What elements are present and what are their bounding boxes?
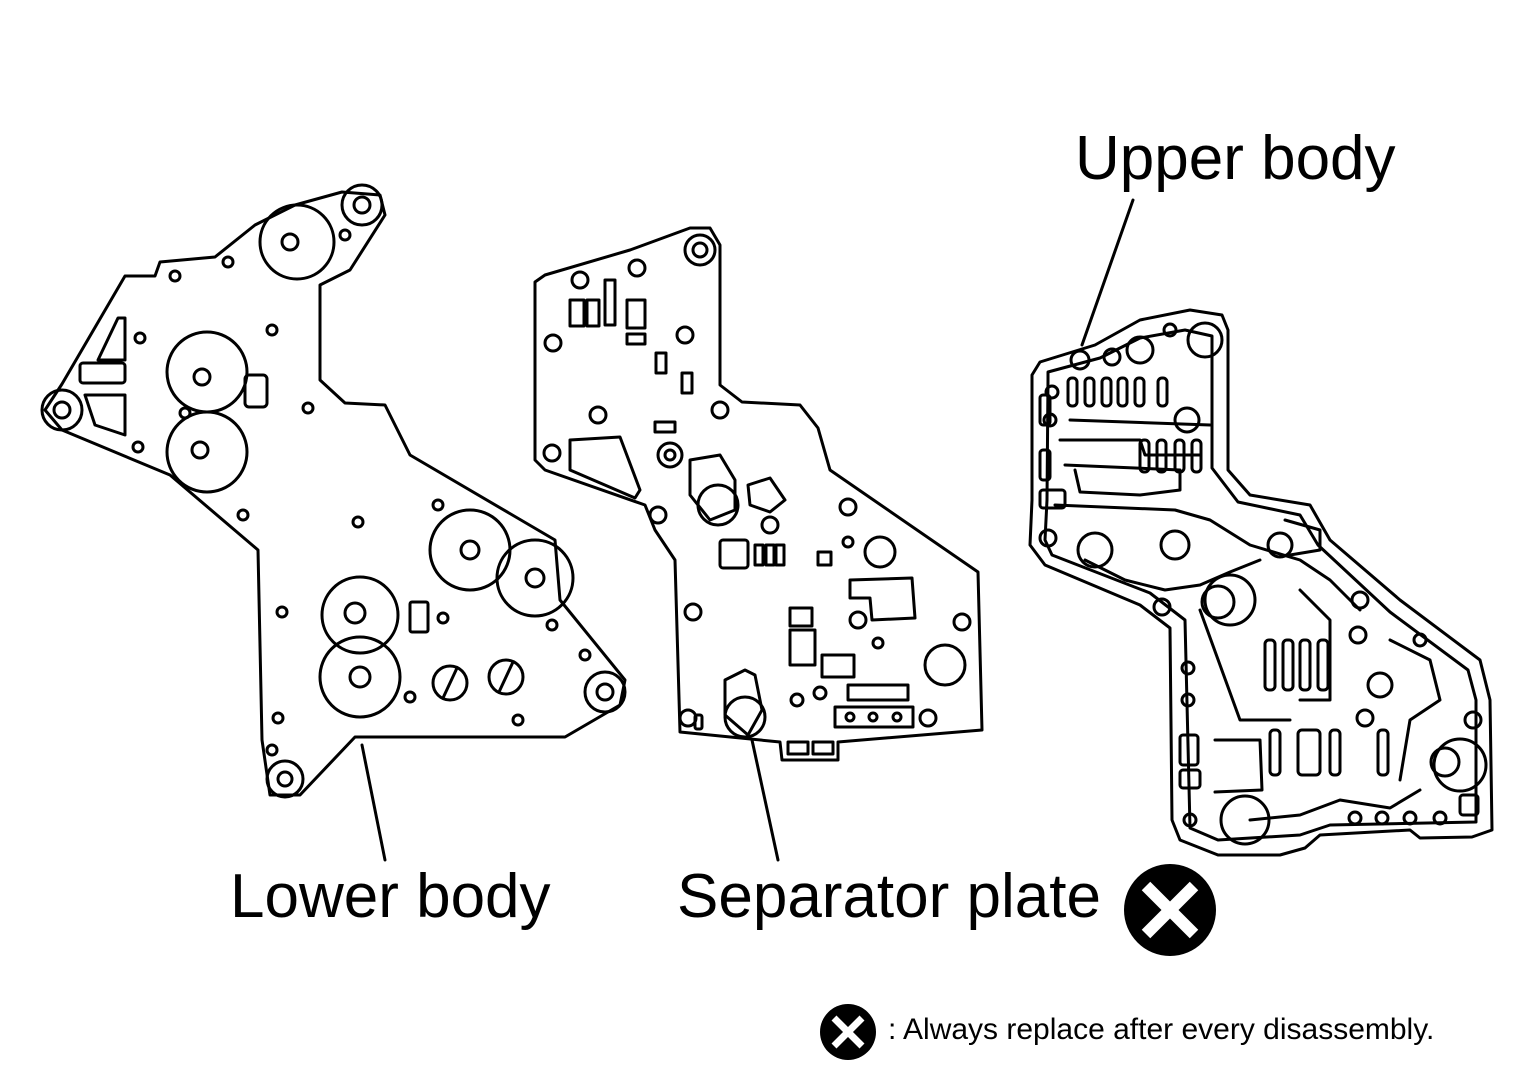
separator-plate-outline: [533, 226, 984, 762]
legend-replace-icon: [820, 1004, 876, 1060]
upper-body-label: Upper body: [1075, 124, 1396, 193]
separator-plate-leader-line: [750, 738, 780, 862]
lower-body-plate: [40, 183, 627, 799]
lower-body-outline: [43, 190, 627, 797]
separator-plate: [533, 226, 984, 762]
separator-plate-label: Separator plate: [677, 862, 1101, 931]
legend-text: : Always replace after every disassembly…: [888, 1013, 1435, 1046]
upper-body-casting: [1028, 308, 1494, 857]
upper-body-leader-line: [1080, 198, 1135, 347]
separator-plate-replace-icon: [1124, 864, 1216, 956]
lower-body-label: Lower body: [230, 862, 551, 931]
upper-body-outline: [1028, 308, 1494, 857]
lower-body-leader-line: [360, 743, 387, 862]
